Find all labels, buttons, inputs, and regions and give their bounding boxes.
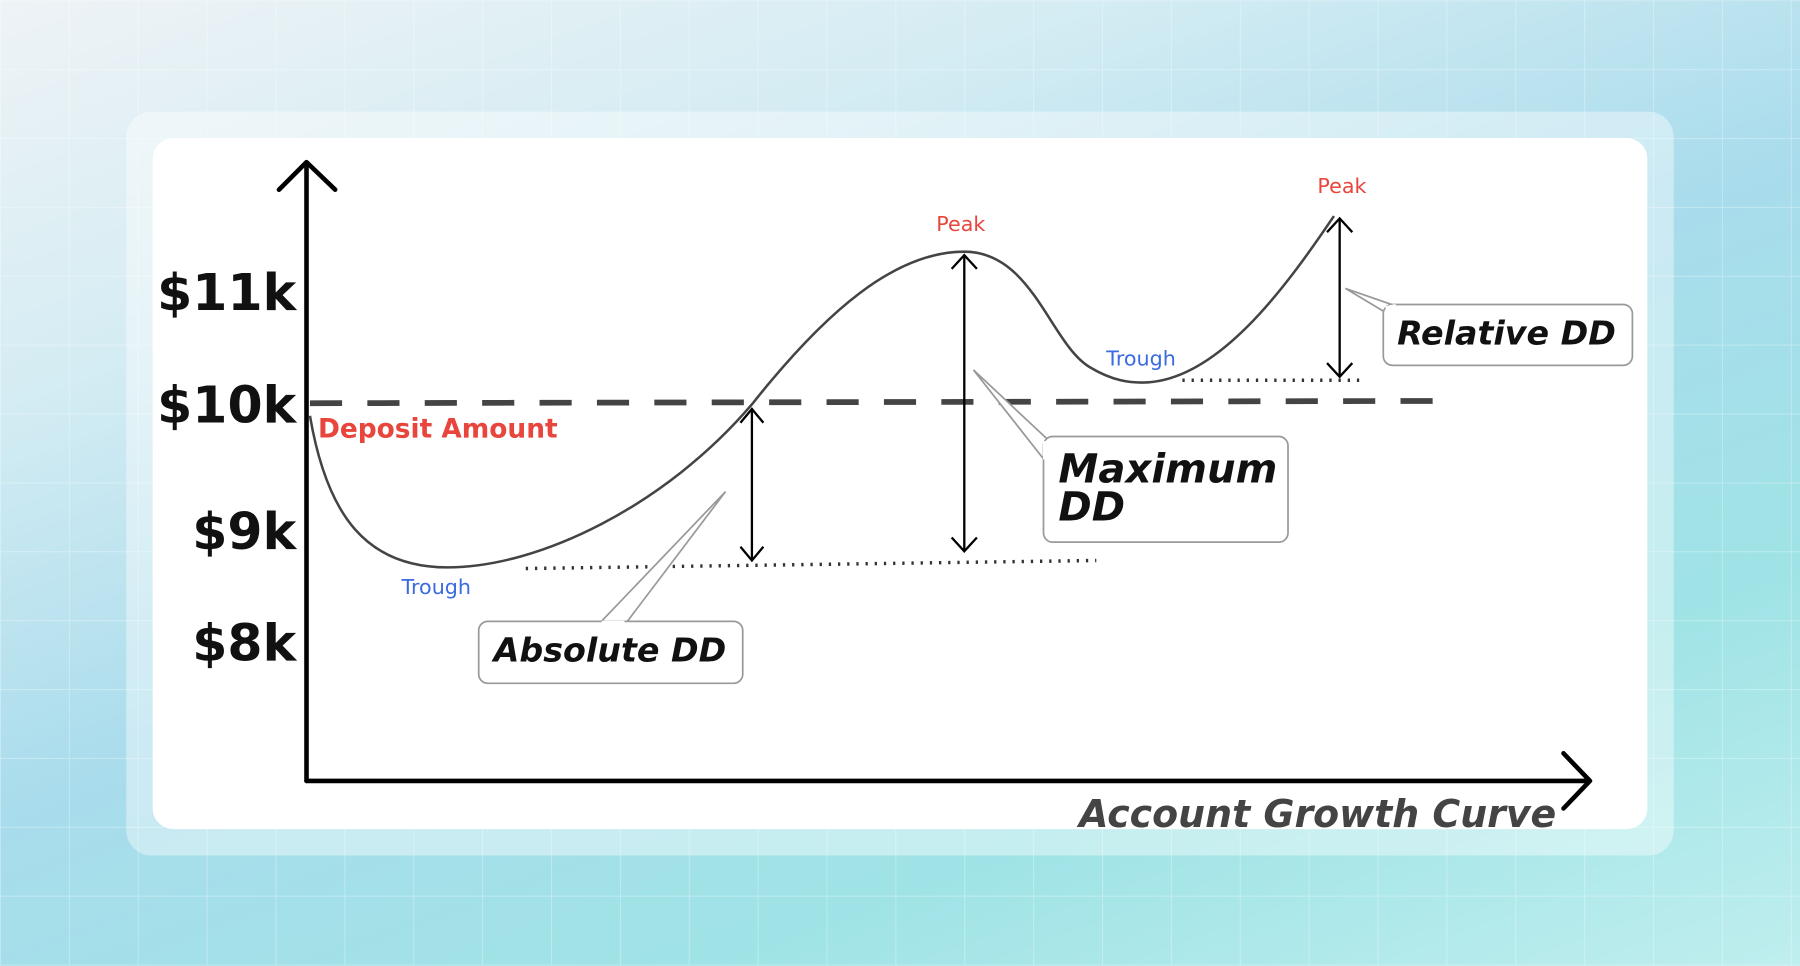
absolute-dd-dotted-line <box>525 558 1097 571</box>
x-axis-arrow-icon <box>1561 751 1593 811</box>
account-growth-curve <box>308 215 1335 569</box>
y-tick-8k: $8k <box>192 613 297 672</box>
absolute-dd-callout <box>477 491 744 685</box>
absolute-dd-label: Absolute DD <box>491 631 727 670</box>
maximum-dd-label-line2: DD <box>1058 484 1125 530</box>
deposit-label: Deposit Amount <box>318 414 558 445</box>
deposit-dashed-line <box>309 398 1447 407</box>
y-tick-10k: $10k <box>157 376 297 435</box>
maximum-dd-callout <box>972 369 1289 543</box>
y-axis-arrow-icon <box>276 159 338 192</box>
trough-label-1: Trough <box>400 575 471 599</box>
y-tick-9k: $9k <box>192 502 297 561</box>
relative-dd-label: Relative DD <box>1397 314 1616 353</box>
y-tick-11k: $11k <box>157 263 297 322</box>
absolute-dd-arrow-icon <box>739 407 765 563</box>
trough-label-2: Trough <box>1105 346 1176 370</box>
peak-label-1: Peak <box>936 212 985 236</box>
maximum-dd-label-line1: Maximum <box>1058 446 1277 492</box>
x-axis-label: Account Growth Curve <box>1076 792 1556 836</box>
relative-dd-callout <box>1344 287 1634 367</box>
peak-label-2: Peak <box>1317 174 1366 198</box>
relative-dd-arrow-icon <box>1326 216 1354 379</box>
chart-card <box>152 138 1648 830</box>
maximum-dd-arrow-icon <box>950 253 978 554</box>
